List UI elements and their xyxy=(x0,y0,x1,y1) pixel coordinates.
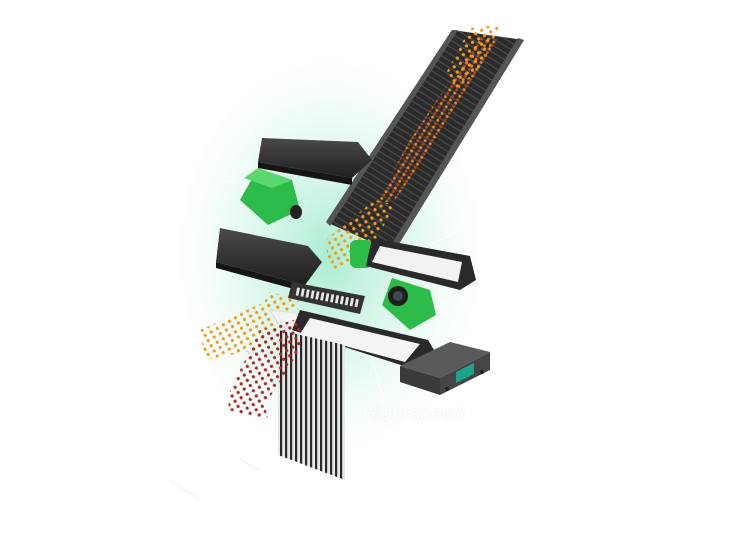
floor-lines xyxy=(169,459,261,501)
caption-high-speed: High-speed xyxy=(362,403,465,425)
green-sensor xyxy=(350,240,372,268)
stripe-panel xyxy=(278,330,345,480)
green-cube-camera xyxy=(240,168,302,225)
control-unit xyxy=(400,342,490,395)
orange-airflow xyxy=(200,300,295,360)
top-conveyor xyxy=(325,25,524,270)
orange-airflow-2 xyxy=(262,292,300,312)
green-cube-lens xyxy=(382,278,436,330)
display-screen xyxy=(456,363,474,383)
lower-channel xyxy=(292,310,440,368)
right-channel xyxy=(366,238,476,290)
comb-block xyxy=(288,282,365,314)
red-airflow xyxy=(228,318,300,420)
middle-housing xyxy=(216,228,322,292)
upper-housing xyxy=(258,138,372,185)
